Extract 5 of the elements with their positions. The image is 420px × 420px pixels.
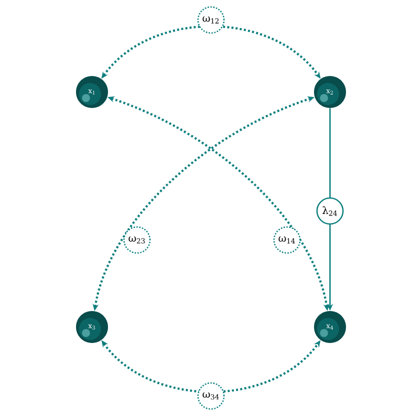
edge-label: ω$_{14}$	[273, 226, 301, 254]
edge-label: ω$_{23}$	[123, 226, 151, 254]
edge-label: ω$_{12}$	[197, 6, 225, 34]
edge-label: λ$_{24}$	[316, 197, 344, 225]
edge-label: ω$_{34}$	[197, 382, 225, 410]
